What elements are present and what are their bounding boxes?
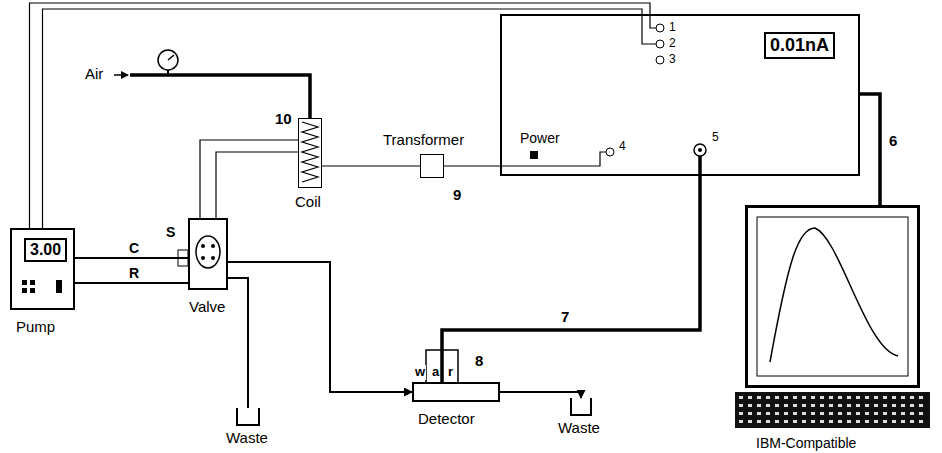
waste-container: Waste bbox=[570, 398, 592, 416]
valve-port bbox=[211, 244, 215, 248]
port-terminal bbox=[656, 40, 664, 48]
connector bbox=[75, 257, 188, 259]
pump-box: 3.00Pump bbox=[10, 228, 75, 310]
connector bbox=[500, 392, 581, 398]
electrode-label: r bbox=[447, 365, 454, 380]
port-number: 1 bbox=[668, 21, 677, 35]
valve-box: Valve bbox=[188, 218, 228, 290]
pump-display: 3.00 bbox=[24, 238, 67, 262]
port-number: 5 bbox=[711, 131, 720, 145]
device-name: Waste bbox=[226, 429, 268, 446]
port-label: S bbox=[165, 224, 176, 240]
container-outline bbox=[237, 408, 259, 425]
callout-number: 8 bbox=[474, 352, 484, 369]
coil-box: Coil bbox=[298, 118, 322, 188]
port-terminal bbox=[606, 148, 614, 156]
screen bbox=[757, 217, 908, 376]
air-arrow bbox=[114, 74, 128, 76]
container-outline bbox=[570, 398, 592, 416]
callout-number: 6 bbox=[888, 132, 898, 149]
signal-peak bbox=[770, 228, 898, 362]
device-name: Transformer bbox=[383, 131, 464, 148]
line-label: R bbox=[128, 265, 140, 281]
power-label: Power bbox=[520, 130, 560, 146]
device-name: Waste bbox=[558, 419, 600, 436]
callout-number: 7 bbox=[560, 308, 570, 325]
electrode-label: a bbox=[431, 365, 440, 380]
valve-port bbox=[201, 244, 205, 248]
device-name: Valve bbox=[189, 298, 225, 315]
device-name: IBM-Compatible bbox=[756, 435, 856, 451]
connector bbox=[444, 165, 500, 166]
keyboard bbox=[735, 392, 930, 428]
pump-button bbox=[30, 288, 35, 293]
device-name: Detector bbox=[418, 410, 475, 427]
connector bbox=[228, 278, 248, 408]
connector bbox=[216, 152, 298, 218]
port-number: 3 bbox=[668, 53, 677, 67]
device-name: Coil bbox=[295, 193, 321, 210]
port-number: 4 bbox=[618, 140, 627, 154]
waste-container: Waste bbox=[236, 408, 260, 426]
keyboard-keys bbox=[737, 394, 928, 426]
current-display: 0.01nA bbox=[764, 32, 835, 59]
device-name: Pump bbox=[16, 318, 55, 335]
container-outline bbox=[236, 408, 260, 426]
connector bbox=[860, 94, 880, 205]
connector bbox=[43, 9, 643, 228]
pressure-gauge bbox=[158, 50, 178, 70]
gauge-needle bbox=[168, 55, 174, 60]
inner-wire bbox=[642, 14, 656, 44]
detector-cell: Detector bbox=[412, 382, 500, 402]
connector bbox=[322, 165, 420, 166]
container-outline bbox=[571, 398, 591, 415]
bnc-connector bbox=[694, 144, 706, 156]
valve-port bbox=[211, 256, 215, 260]
pump-button bbox=[22, 280, 27, 285]
line-label: C bbox=[128, 240, 140, 256]
computer-monitor: IBM-Compatible bbox=[745, 205, 920, 388]
connector bbox=[30, 3, 651, 228]
pump-switch bbox=[56, 280, 62, 293]
connector bbox=[200, 140, 298, 218]
port-terminal bbox=[656, 56, 664, 64]
pump-button bbox=[22, 288, 27, 293]
connector bbox=[75, 282, 188, 284]
pump-button bbox=[30, 280, 35, 285]
callout-number: 9 bbox=[452, 186, 462, 203]
power-button bbox=[530, 151, 538, 159]
port-number: 2 bbox=[668, 37, 677, 51]
transformer-box: Transformer bbox=[420, 154, 444, 178]
bnc-pin bbox=[698, 148, 702, 152]
valve-port bbox=[201, 256, 205, 260]
coil-winding bbox=[302, 122, 318, 182]
connector bbox=[228, 262, 412, 392]
air-label: Air bbox=[84, 65, 104, 82]
inner-wire bbox=[500, 152, 606, 166]
instrument-box: 0.01nA Power bbox=[500, 14, 860, 176]
valve-rotor bbox=[196, 236, 220, 268]
inner-wire bbox=[650, 14, 656, 28]
electrode-label: w bbox=[414, 365, 426, 380]
port-terminal bbox=[656, 24, 664, 32]
connector bbox=[442, 176, 700, 382]
inner-cable bbox=[698, 156, 702, 176]
callout-number: 10 bbox=[274, 110, 293, 127]
